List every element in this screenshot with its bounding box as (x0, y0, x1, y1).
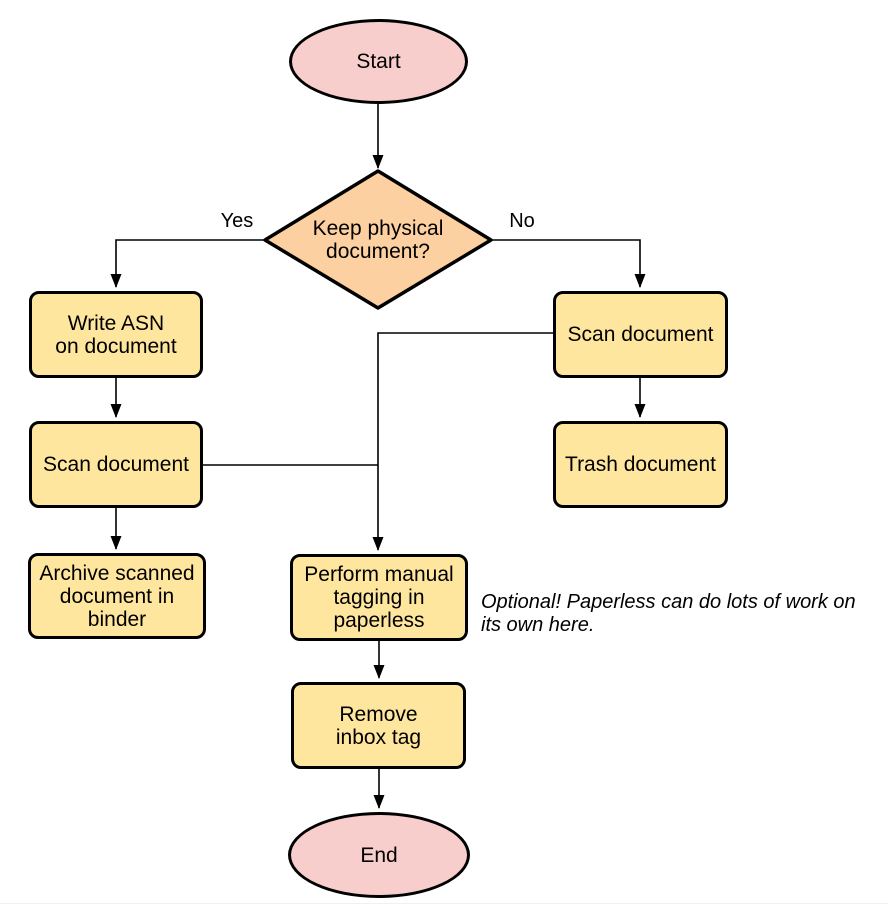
scan-document-right-label: Scan document (567, 323, 714, 346)
optional-note: Optional! Paperless can do lots of work … (481, 591, 856, 636)
node-scan-document-right: Scan document (553, 291, 728, 378)
node-end: End (288, 812, 470, 898)
arrow-decision-yes-to-write-asn (110, 239, 265, 288)
node-manual-tagging: Perform manual tagging in paperless (290, 554, 468, 641)
node-archive-binder: Archive scanned document in binder (28, 553, 206, 639)
trash-document-label: Trash document (565, 453, 716, 476)
node-trash-document: Trash document (553, 421, 728, 508)
decision-diamond-shape (263, 169, 493, 310)
node-write-asn: Write ASN on document (29, 291, 203, 378)
manual-tagging-label: Perform manual tagging in paperless (304, 563, 454, 632)
arrow-scan-right-to-tagging (372, 332, 553, 551)
arrow-decision-no-to-scan-right (491, 239, 646, 288)
end-label: End (360, 843, 398, 867)
start-label: Start (356, 50, 401, 73)
bottom-border-line (0, 903, 888, 904)
scan-document-left-label: Scan document (43, 453, 189, 476)
edge-label-yes: Yes (220, 210, 254, 232)
node-start: Start (289, 19, 468, 104)
node-scan-document-left: Scan document (29, 421, 203, 508)
decision-label: Keep physical document? (312, 217, 444, 263)
node-remove-inbox-tag: Remove inbox tag (291, 682, 466, 769)
write-asn-label: Write ASN on document (55, 311, 177, 358)
edge-label-no: No (509, 210, 535, 232)
remove-inbox-tag-label: Remove inbox tag (335, 702, 422, 749)
archive-binder-label: Archive scanned document in binder (39, 561, 195, 631)
